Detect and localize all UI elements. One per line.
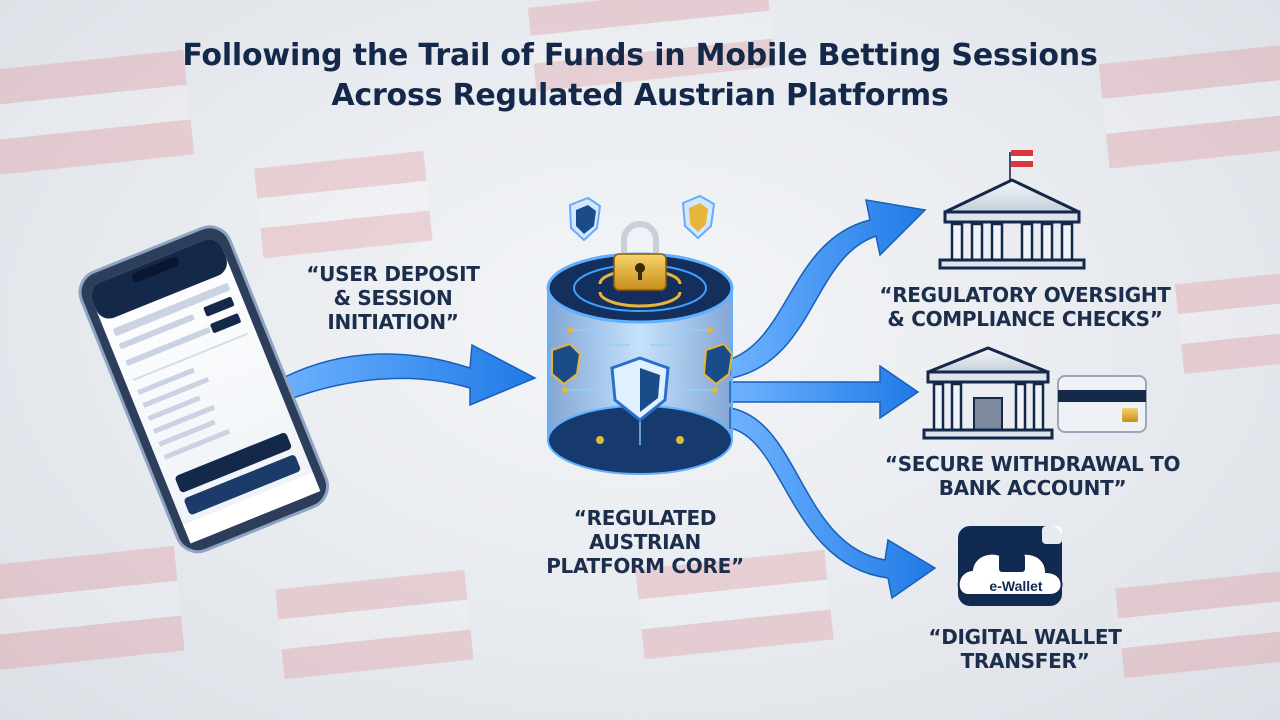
digital-wallet-label-line-1: “Digital Wallet [928, 625, 1122, 649]
user-deposit-label-line-1: “User Deposit [306, 262, 480, 286]
arrow-regulatory [727, 199, 927, 379]
bank-building-icon [922, 346, 1054, 440]
arrow-bank [729, 364, 920, 420]
user-deposit-label-line-2: & Session [333, 286, 453, 310]
platform-core-label-line-1: “Regulated [573, 506, 717, 530]
regulatory-label-line-1: “Regulatory Oversight [879, 283, 1171, 307]
platform-core-label-line-3: Platform Core” [546, 554, 744, 578]
platform-core-icon [546, 194, 734, 475]
bank-withdrawal-label-line-1: “Secure Withdrawal to [884, 452, 1181, 476]
platform-core-label-line-2: Austrian [589, 530, 701, 554]
lock-icon [999, 540, 1025, 572]
regulatory-label: “Regulatory Oversight & Compliance Check… [860, 283, 1190, 331]
lock-icon [613, 221, 667, 291]
bank-withdrawal-label: “Secure Withdrawal to Bank Account” [860, 452, 1205, 500]
shield-icon [681, 194, 716, 240]
flow-arrows [269, 199, 937, 600]
austrian-flag-icon [1011, 150, 1033, 167]
cloud-lock-icon [957, 526, 1063, 606]
title-line-1: Following the Trail of Funds in Mobile B… [182, 38, 1098, 73]
arrow-wallet [729, 407, 937, 600]
bank-withdrawal-label-line-2: Bank Account” [938, 476, 1127, 500]
title-line-2: Across Regulated Austrian Platforms [331, 78, 949, 113]
shield-icon [568, 196, 602, 242]
e-wallet-badge-text: e-Wallet [989, 578, 1043, 594]
smartphone-icon [78, 225, 329, 554]
digital-wallet-label-line-2: Transfer” [960, 649, 1090, 673]
user-deposit-label-line-3: Initiation” [327, 310, 459, 334]
background-flag-pattern [0, 0, 1280, 680]
digital-wallet-label: “Digital Wallet Transfer” [900, 625, 1150, 673]
arrow-deposit [269, 343, 537, 407]
platform-core-label: “Regulated Austrian Platform Core” [525, 506, 765, 578]
regulatory-label-line-2: & Compliance Checks” [887, 307, 1163, 331]
credit-card-icon [1057, 375, 1147, 433]
user-deposit-label: “User Deposit & Session Initiation” [288, 262, 498, 334]
diagram-title: Following the Trail of Funds in Mobile B… [0, 36, 1280, 116]
bank-building-icon [938, 150, 1086, 270]
